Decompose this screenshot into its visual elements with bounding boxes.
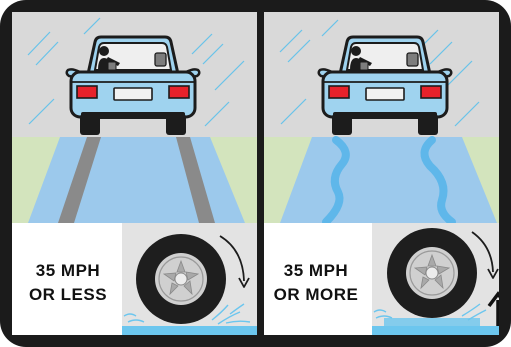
right-tire-icon: [387, 228, 477, 318]
panel-divider: [257, 12, 264, 335]
right-speed-line1: 35 MPH: [284, 261, 348, 280]
left-speed-line2: OR LESS: [29, 285, 107, 304]
right-road: [280, 137, 497, 223]
left-speed-line1: 35 MPH: [36, 261, 100, 280]
right-speed-line2: OR MORE: [274, 285, 359, 304]
right-panel: 35 MPH OR MORE: [264, 12, 507, 335]
left-panel: 35 MPH OR LESS: [12, 12, 257, 335]
left-road: [28, 137, 245, 223]
left-tire-icon: [136, 234, 226, 324]
